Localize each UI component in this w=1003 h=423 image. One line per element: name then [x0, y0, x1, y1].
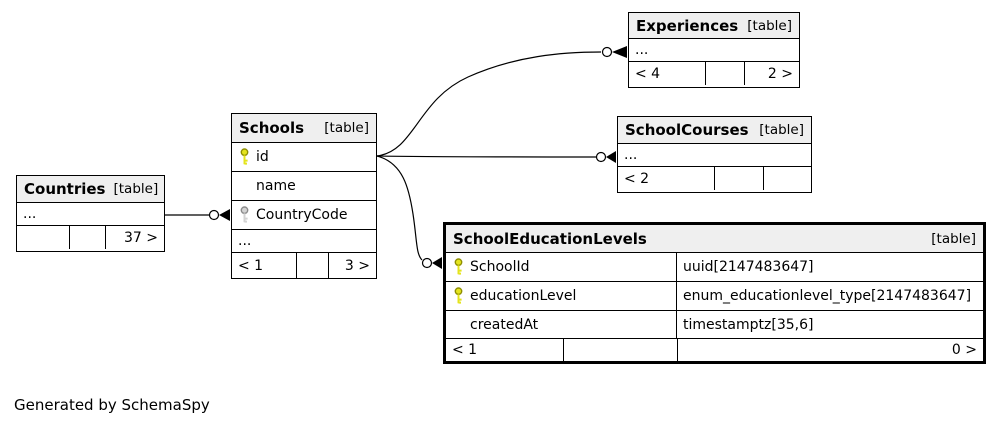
table-schooleducationlevels-header: SchoolEducationLevels [table] [446, 225, 983, 253]
footer-children-count: < 1 [238, 257, 264, 274]
table-countries[interactable]: Countries [table] ... 37 > [16, 175, 165, 252]
hidden-columns-ellipsis: ... [232, 230, 376, 253]
primary-key-icon [239, 148, 250, 166]
column-type: timestamptz[35,6] [683, 316, 814, 333]
table-countries-header: Countries [table] [17, 176, 164, 203]
footer-children-count: < 2 [624, 170, 650, 187]
footer-middle-cell [714, 167, 763, 190]
table-name: Schools [239, 119, 305, 137]
table-schoolcourses-header: SchoolCourses [table] [618, 117, 811, 144]
table-name: SchoolEducationLevels [453, 229, 647, 248]
column-row-id: id [232, 143, 376, 172]
table-tag: [table] [113, 181, 159, 197]
table-schools-header: Schools [table] [232, 114, 376, 143]
table-schoolcourses[interactable]: SchoolCourses [table] ... < 2 [617, 116, 812, 193]
table-schooleducationlevels[interactable]: SchoolEducationLevels [table] SchoolId u… [443, 222, 986, 364]
footer-children-count [17, 226, 69, 249]
table-schools[interactable]: Schools [table] id name CountryCode ... … [231, 113, 377, 279]
table-experiences-header: Experiences [table] [629, 13, 799, 39]
column-row-countrycode: CountryCode [232, 201, 376, 230]
table-footer: 37 > [17, 226, 164, 249]
footer-parents-count [763, 167, 811, 190]
generated-by-note: Generated by SchemaSpy [14, 396, 210, 414]
footer-middle-cell [705, 62, 744, 85]
table-experiences[interactable]: Experiences [table] ... < 4 2 > [628, 12, 800, 88]
table-footer: < 4 2 > [629, 62, 799, 85]
hidden-columns-ellipsis: ... [629, 39, 799, 62]
primary-key-icon [453, 287, 464, 305]
footer-parents-count: 2 > [744, 62, 799, 85]
foreign-key-icon [239, 206, 250, 224]
hidden-columns-ellipsis: ... [618, 144, 811, 167]
column-row-name: name [232, 172, 376, 201]
footer-children-count: < 4 [635, 65, 661, 82]
column-name: CountryCode [256, 207, 348, 223]
table-name: Countries [24, 180, 106, 198]
footer-middle-cell [69, 226, 105, 249]
footer-parents-count: 0 > [677, 339, 983, 361]
footer-middle-cell [563, 339, 677, 361]
table-name: SchoolCourses [625, 121, 749, 139]
table-footer: < 1 3 > [232, 253, 376, 278]
column-name: id [256, 149, 269, 165]
relation-schools-schoolcourses [376, 151, 616, 163]
table-name: Experiences [636, 16, 739, 35]
column-name: name [256, 178, 296, 194]
column-name: createdAt [470, 316, 539, 333]
footer-middle-cell [296, 253, 328, 278]
relation-schools-experiences [376, 46, 627, 157]
relation-countries-schools [165, 209, 230, 221]
column-row-educationlevel: educationLevel enum_educationlevel_type[… [446, 282, 983, 311]
column-type: uuid[2147483647] [683, 259, 814, 275]
table-tag: [table] [747, 17, 792, 34]
footer-parents-count: 3 > [328, 253, 376, 278]
footer-children-count: < 1 [452, 342, 478, 358]
column-name: educationLevel [470, 288, 577, 304]
table-footer: < 1 0 > [446, 339, 983, 361]
table-tag: [table] [759, 122, 804, 138]
column-row-schoolid: SchoolId uuid[2147483647] [446, 253, 983, 282]
column-name: SchoolId [470, 259, 530, 275]
relation-schools-schooleducationlevels [376, 155, 442, 269]
column-row-createdat: createdAt timestamptz[35,6] [446, 311, 983, 339]
table-footer: < 2 [618, 167, 811, 190]
column-type: enum_educationlevel_type[2147483647] [683, 288, 972, 304]
primary-key-icon [453, 258, 464, 276]
table-tag: [table] [931, 230, 976, 247]
hidden-columns-ellipsis: ... [17, 203, 164, 226]
footer-parents-count: 37 > [105, 226, 164, 249]
table-tag: [table] [324, 120, 369, 136]
